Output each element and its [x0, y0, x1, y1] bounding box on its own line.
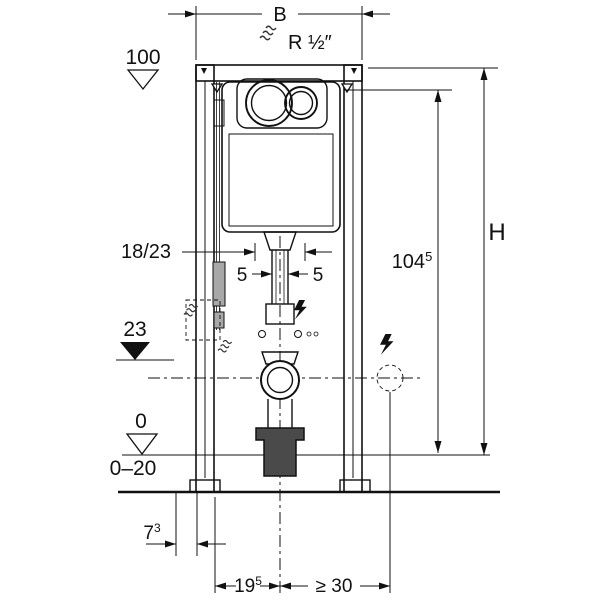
- flush-pipe: [258, 231, 319, 338]
- label-min-30: ≥ 30: [316, 576, 353, 597]
- level-triangle-open-icon: [126, 69, 160, 91]
- flush-button-small-icon: [284, 86, 318, 120]
- level-100: 100: [125, 46, 161, 91]
- flush-funnel: [263, 231, 297, 251]
- floor-lines: [118, 454, 500, 494]
- level-triangle-filled-icon: [120, 342, 150, 360]
- flush-button-large-inner: [250, 84, 288, 122]
- fastener-mark-icon: [340, 83, 354, 94]
- dim-5-5: 5 5: [237, 264, 324, 286]
- lightning-icon: [294, 300, 307, 320]
- water-flow-icon: [217, 339, 233, 353]
- label-19-5: 195: [234, 574, 262, 597]
- right-foot: [339, 479, 371, 493]
- label-height-h: H: [488, 219, 505, 246]
- screw-icon: [306, 331, 312, 337]
- elbow-socket-inner: [266, 366, 294, 394]
- dim-b: B: [168, 4, 390, 60]
- elbow-socket: [260, 360, 300, 400]
- pipe-coupling: [265, 303, 295, 325]
- label-water-connection: R ½″: [288, 32, 332, 54]
- level-23: 23: [116, 318, 174, 361]
- hanger-mark-icon: [351, 68, 357, 74]
- label-7-3: 73: [143, 521, 161, 544]
- label-level-100: 100: [125, 46, 160, 69]
- level-0: 0: [125, 410, 159, 456]
- water-symbols: [183, 25, 277, 353]
- lightning-icon: [380, 334, 394, 355]
- dim-min-30: ≥ 30: [280, 392, 391, 597]
- actuator-plate: [236, 78, 328, 129]
- top-crossbar: [195, 64, 363, 82]
- level-triangle-open-icon: [125, 433, 159, 456]
- left-foot: [189, 479, 221, 493]
- dim-pipe-18-23: 18/23: [121, 241, 332, 263]
- screw-icon: [258, 330, 266, 338]
- flush-button-small-inner: [288, 90, 314, 116]
- pipe-clamp: [213, 311, 225, 329]
- outlet-bend: [255, 427, 305, 477]
- label-floor-range: 0–20: [110, 457, 157, 480]
- drain-elbow: [255, 351, 305, 477]
- supply-conduit: [185, 82, 226, 341]
- frame: [189, 64, 371, 493]
- label-5-right: 5: [313, 265, 324, 286]
- connection-bracket: [212, 261, 226, 307]
- label-level-23: 23: [123, 318, 146, 341]
- water-flow-icon: [259, 25, 277, 41]
- cistern-access-panel: [228, 133, 334, 227]
- hanger-mark-icon: [201, 68, 207, 74]
- label-width-b: B: [273, 4, 286, 26]
- optional-zone-dashed-box: [185, 299, 221, 341]
- cistern-body: [221, 81, 341, 233]
- flush-button-large-icon: [245, 79, 293, 127]
- center-lines: [148, 236, 424, 593]
- stop-valve-bracket: [213, 99, 225, 127]
- screw-icon: [294, 330, 302, 338]
- dim-19-5: 195: [214, 497, 280, 597]
- elbow-collar: [261, 351, 299, 365]
- dim-7-3: 73: [143, 492, 226, 556]
- actuator-buttons: [236, 78, 328, 129]
- dim-h: H: [368, 67, 506, 455]
- label-5-left: 5: [237, 265, 248, 286]
- dim-104-5: 1045: [344, 89, 452, 453]
- cistern: [185, 78, 354, 341]
- label-level-0: 0: [135, 410, 147, 433]
- label-pipe-dim: 18/23: [121, 241, 171, 263]
- electrical-symbols: [294, 300, 404, 392]
- electrical-outlet-dashed-circle: [376, 364, 404, 392]
- screw-icon: [313, 331, 319, 337]
- label-104-5: 1045: [392, 249, 433, 273]
